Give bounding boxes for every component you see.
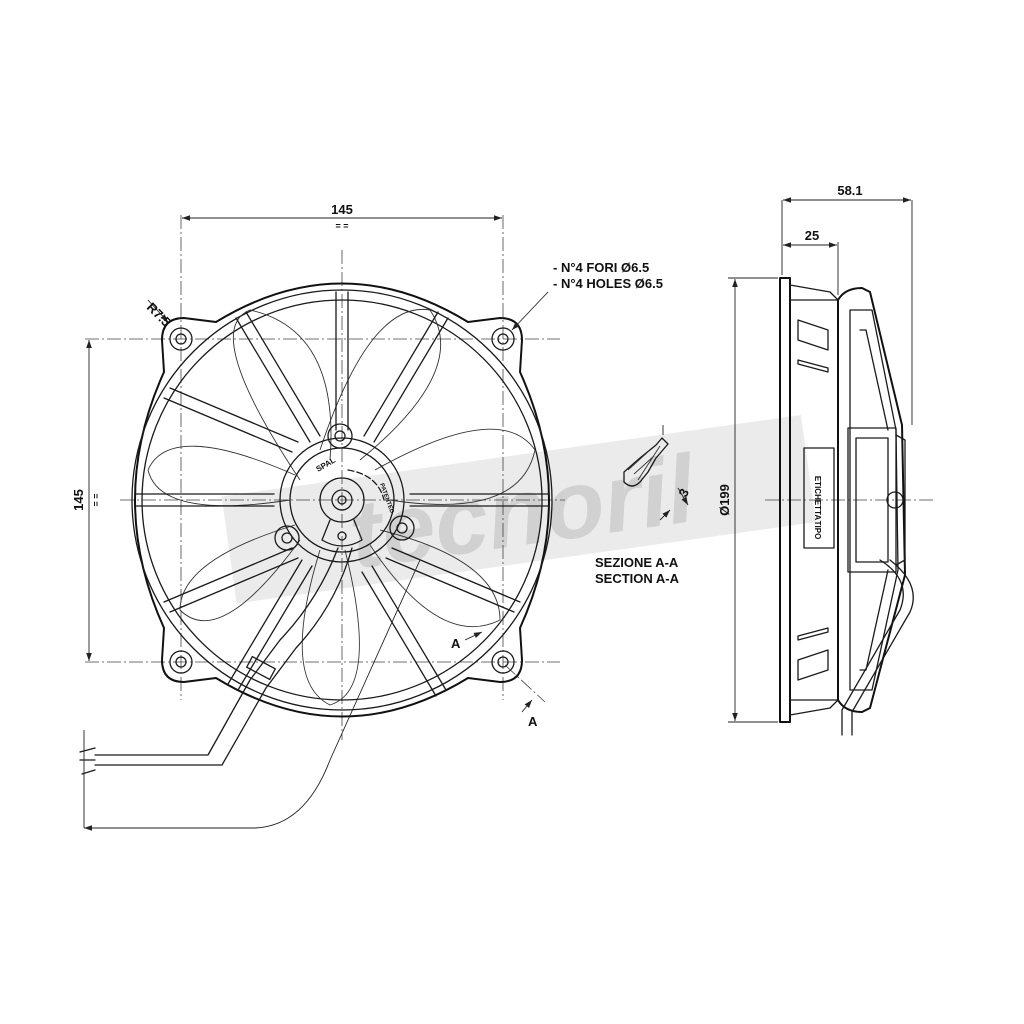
section-marker-lower: A [504,664,546,729]
side-view: ETICHETTA TIPO [765,277,935,736]
dim-height-145: 145 [71,489,86,511]
section-label-it: SEZIONE A-A [595,555,679,570]
spokes [135,291,549,697]
section-marker-a-lower: A [528,714,538,729]
dimension-depth-partial: 25 [783,228,839,295]
side-label-line2: TIPO [813,521,822,540]
dimension-front-height: 145 = = [71,340,101,661]
section-marker-a-upper: A [451,636,461,651]
fan-shroud-ring-outer [131,289,553,711]
dimension-diameter: Ø199 [717,277,778,723]
mounting-hole-top-right [491,327,515,351]
hub-brand: SPAL [315,456,338,474]
section-label-en: SECTION A-A [595,571,680,586]
cable-length-leader [83,559,421,829]
side-flange [779,277,791,723]
holes-note-it: - N°4 FORI Ø6.5 [553,260,649,275]
holes-note: - N°4 FORI Ø6.5 - N°4 HOLES Ø6.5 [511,260,663,331]
side-label-line1: ETICHETTA [813,476,822,521]
mounting-hole-bottom-left [169,650,193,674]
front-view: SPAL PATENTED A A [79,215,565,831]
dim-width-145: 145 [331,202,353,217]
section-profile [623,437,669,487]
dimension-radius: R7.5 [144,300,174,330]
dim-height-equal: = = [91,493,101,506]
dim-radius-r75: R7.5 [144,300,174,330]
dimension-front-width: 145 = = [182,202,502,231]
dimension-depth-total: 58.1 [781,183,913,425]
mounting-hole-bottom-right [491,650,515,674]
dim-depth-25: 25 [805,228,819,243]
fan-shroud-ring-inner [141,299,543,701]
dim-depth-581: 58.1 [837,183,862,198]
holes-note-en: - N°4 HOLES Ø6.5 [553,276,663,291]
side-motor-body [847,427,897,573]
dim-diameter-199: Ø199 [717,484,732,516]
dim-width-equal: = = [335,221,348,231]
mounting-hole-top-left [169,327,193,351]
section-marker-upper: A [451,631,483,651]
fan-frame-outline [134,282,550,718]
side-label-box [803,447,835,549]
